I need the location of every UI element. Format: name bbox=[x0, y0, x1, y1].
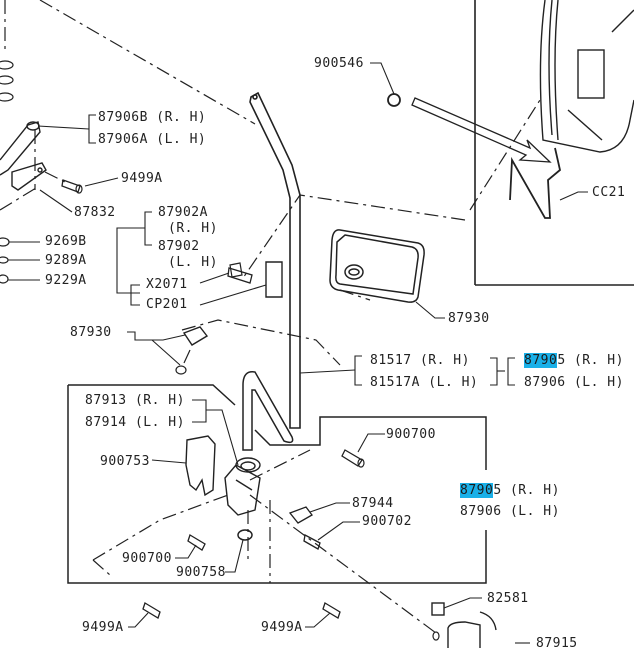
part-number: 87913 bbox=[85, 393, 127, 408]
callout-9289A: 9289A bbox=[45, 253, 87, 268]
callout-900702: 900702 bbox=[362, 514, 412, 529]
callout-87944: 87944 bbox=[352, 496, 394, 511]
callout-87906-upper: 87906 (L. H) bbox=[524, 375, 624, 390]
callout-87902A: 87902A bbox=[158, 205, 208, 220]
part-number: 87906B bbox=[98, 110, 148, 125]
part-number: 87914 bbox=[85, 415, 127, 430]
side-label: (R. H) bbox=[134, 393, 185, 408]
side-label: (R. H) bbox=[509, 483, 560, 498]
callout-82581: 82581 bbox=[487, 591, 529, 606]
assembly-box bbox=[67, 384, 487, 584]
callout-81517: 81517 (R. H) bbox=[370, 353, 470, 368]
part-number: 87906A bbox=[98, 132, 148, 147]
part-number-rest: 5 bbox=[557, 353, 566, 368]
callout-87902: 87902 bbox=[158, 239, 200, 254]
side-label: (R. H) bbox=[419, 353, 470, 368]
part-number: 87906 bbox=[460, 504, 502, 519]
callout-87913: 87913 (R. H) bbox=[85, 393, 185, 408]
lower-tube bbox=[242, 371, 294, 451]
callout-87930-clamp: 87930 bbox=[70, 325, 112, 340]
callout-9499A-top: 9499A bbox=[121, 171, 163, 186]
callout-9499A-bottom-left: 9499A bbox=[82, 620, 124, 635]
callout-87905-box: 87905 (R. H) bbox=[460, 483, 560, 498]
callout-87915: 87915 bbox=[536, 636, 578, 651]
part-number: 81517A bbox=[370, 375, 420, 390]
side-label: (L. H) bbox=[428, 375, 479, 390]
search-highlight: 8790 bbox=[460, 483, 494, 498]
callout-81517A: 81517A (L. H) bbox=[370, 375, 478, 390]
callout-87832: 87832 bbox=[74, 205, 116, 220]
arm-bracket bbox=[0, 121, 47, 191]
callout-9229A: 9229A bbox=[45, 273, 87, 288]
washer-stack bbox=[0, 60, 14, 284]
mirror-rod bbox=[249, 91, 301, 429]
callout-900700-right: 900700 bbox=[386, 427, 436, 442]
big-mirror bbox=[539, 0, 634, 153]
callout-87914: 87914 (L. H) bbox=[85, 415, 185, 430]
callout-87906-box: 87906 (L. H) bbox=[460, 504, 560, 519]
callout-900758: 900758 bbox=[176, 565, 226, 580]
callout-9499A-bottom-mid: 9499A bbox=[261, 620, 303, 635]
callout-X2071: X2071 bbox=[146, 277, 188, 292]
part-number: 87906 bbox=[524, 375, 566, 390]
callout-900546: 900546 bbox=[314, 56, 364, 71]
callout-87906B: 87906B (R. H) bbox=[98, 110, 206, 125]
side-label: (R. H) bbox=[156, 110, 207, 125]
side-label: (L. H) bbox=[509, 504, 560, 519]
callout-9269B: 9269B bbox=[45, 234, 87, 249]
callout-900700-left: 900700 bbox=[122, 551, 172, 566]
side-label: (L. H) bbox=[156, 132, 207, 147]
side-label: (L. H) bbox=[134, 415, 185, 430]
leader-lines bbox=[8, 62, 588, 644]
search-highlight: 8790 bbox=[524, 353, 558, 368]
callout-87902A-side: (R. H) bbox=[168, 221, 218, 236]
callout-87906A: 87906A (L. H) bbox=[98, 132, 206, 147]
hinge-body bbox=[224, 457, 261, 516]
part-number-rest: 5 bbox=[493, 483, 502, 498]
callout-CP201: CP201 bbox=[146, 297, 188, 312]
callout-87930-mirror: 87930 bbox=[448, 311, 490, 326]
callout-87902-side: (L. H) bbox=[168, 255, 218, 270]
callout-900753: 900753 bbox=[100, 454, 150, 469]
detail-box bbox=[474, 0, 634, 286]
mirror-head bbox=[329, 229, 425, 303]
callout-87905-upper: 87905 (R. H) bbox=[524, 353, 624, 368]
side-label: (L. H) bbox=[573, 375, 624, 390]
side-label: (R. H) bbox=[573, 353, 624, 368]
part-number: 81517 bbox=[370, 353, 412, 368]
callout-CC21: CC21 bbox=[592, 185, 626, 200]
